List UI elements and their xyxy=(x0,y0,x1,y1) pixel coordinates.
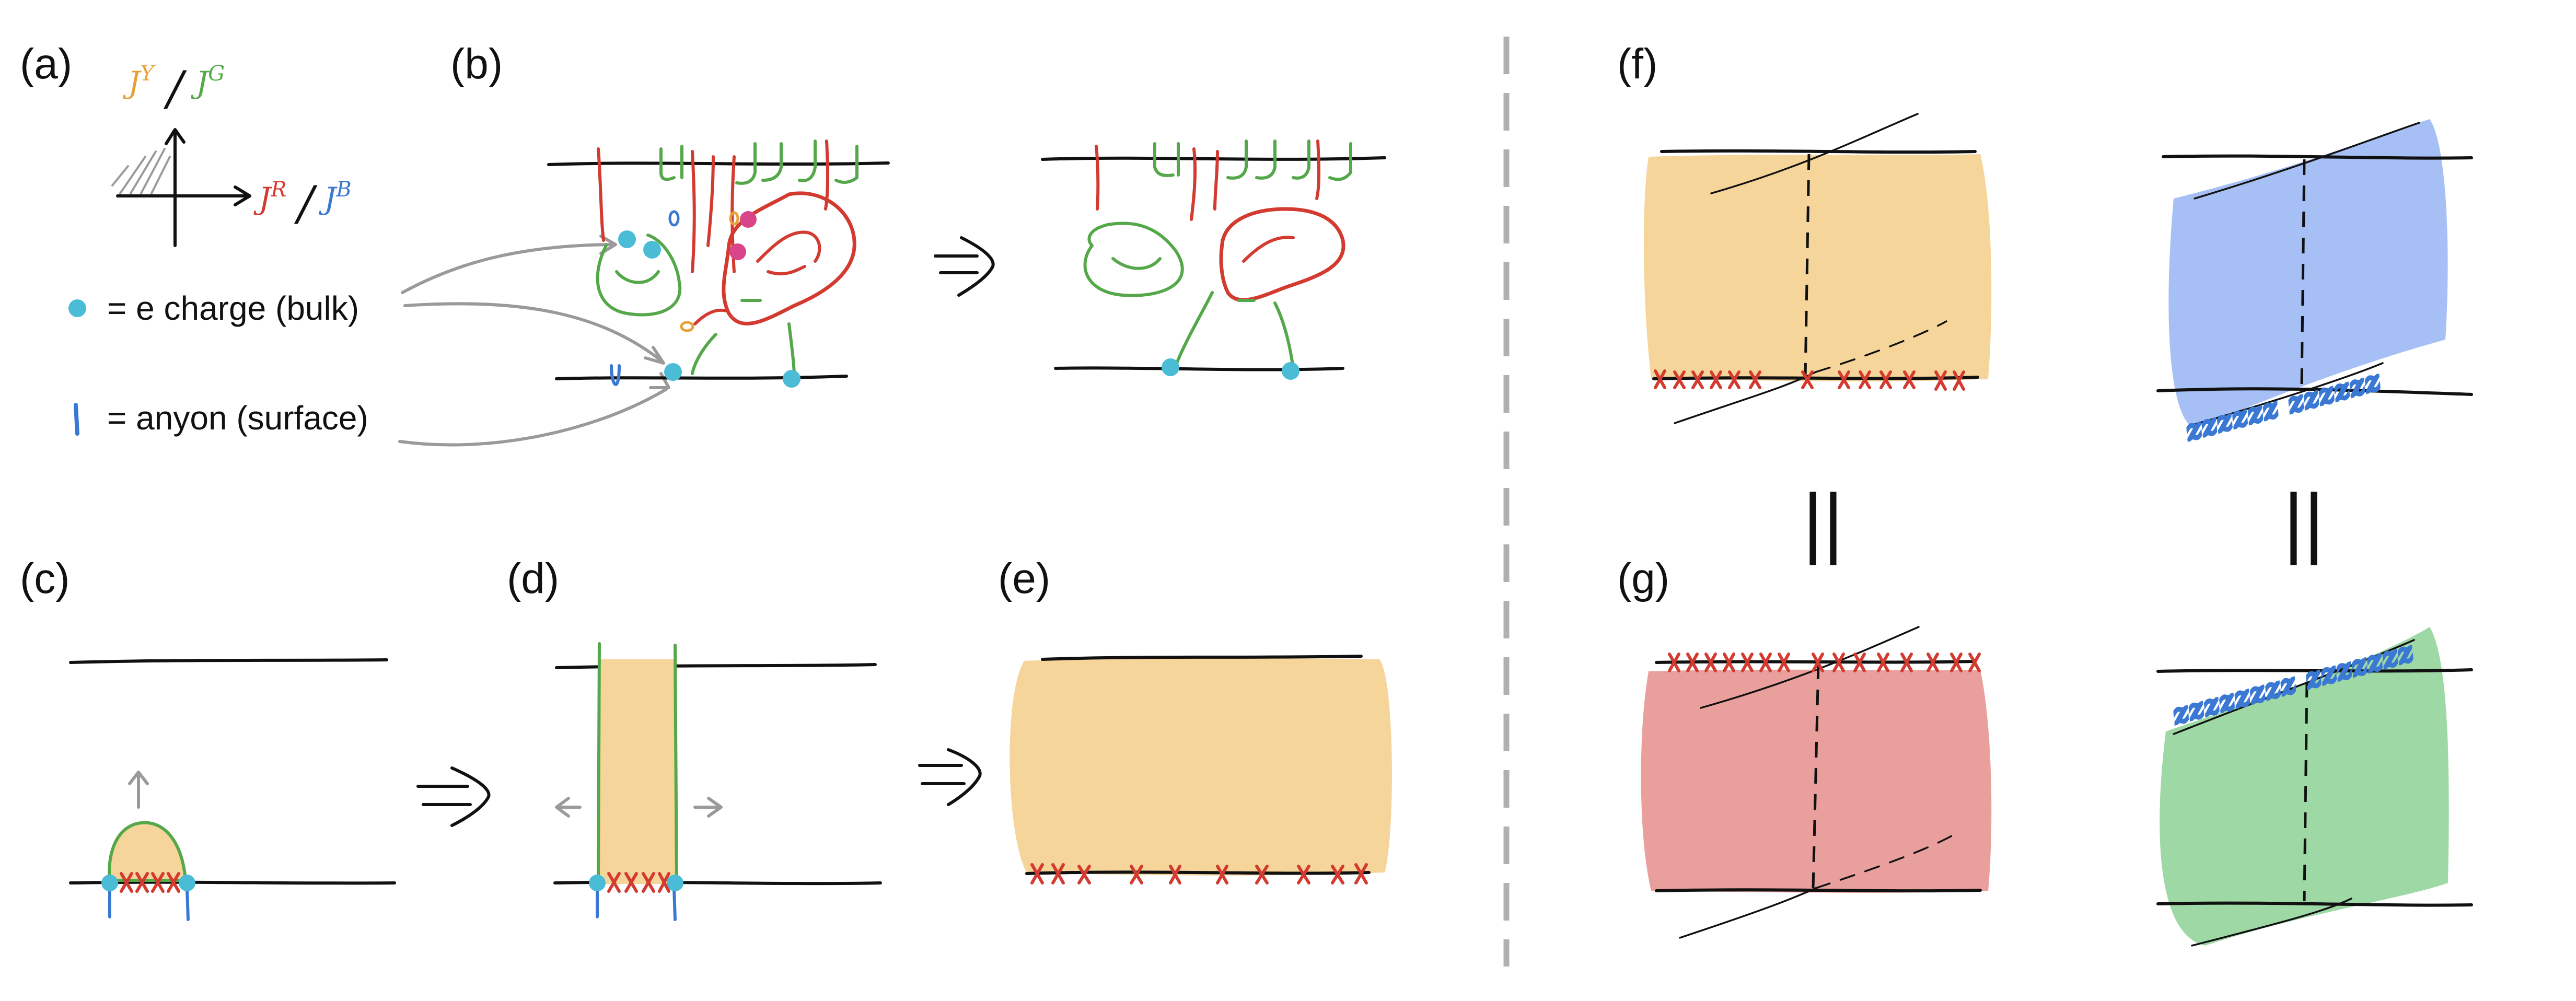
panel-label-f: (f) xyxy=(1617,40,1657,88)
implies-arrow-d xyxy=(918,748,982,806)
panel-c xyxy=(69,658,396,921)
panel-label-c: (c) xyxy=(20,555,70,602)
panel-g-green: zzzzzzzz zzzzzzz xyxy=(2156,627,2473,947)
legend-pointer-arrows xyxy=(398,235,670,447)
panel-a-axes: JY / JG JR / JB xyxy=(111,61,352,247)
charge-dot xyxy=(1162,358,1179,376)
cross-marks xyxy=(1668,653,1981,672)
charge-dot xyxy=(101,875,118,891)
legend-anyon-label: = anyon (surface) xyxy=(107,399,368,437)
cross-marks xyxy=(1030,863,1368,884)
axis-label-jy: JY xyxy=(123,62,156,100)
panel-b-right xyxy=(1041,139,1386,380)
axis-label-jg: JG xyxy=(191,62,225,100)
flux-dot xyxy=(729,243,746,260)
legend-charge-dot xyxy=(68,299,86,317)
axis-label-jb: JB xyxy=(319,178,352,216)
panel-label-e: (e) xyxy=(998,555,1050,602)
legend: = e charge (bulk) = anyon (surface) xyxy=(68,289,368,437)
panel-d xyxy=(553,642,882,921)
panel-label-g: (g) xyxy=(1617,555,1669,602)
panel-f-yellow xyxy=(1643,113,1992,424)
panel-label-b: (b) xyxy=(450,40,503,88)
equals-sign-left: || xyxy=(1803,478,1843,565)
axis-slash-right: / xyxy=(294,176,318,231)
charge-dot xyxy=(589,875,606,891)
cross-marks xyxy=(120,872,180,893)
legend-anyon-mark xyxy=(74,403,79,436)
flux-dot xyxy=(740,211,757,228)
panel-g-red xyxy=(1641,626,1992,939)
axis-slash-top: / xyxy=(163,61,187,116)
cross-marks xyxy=(1654,369,1965,391)
legend-charge-label: = e charge (bulk) xyxy=(107,289,359,327)
panel-label-a: (a) xyxy=(20,40,72,88)
cross-marks xyxy=(607,872,670,893)
panel-label-d: (d) xyxy=(507,555,559,602)
charge-dot xyxy=(783,370,800,388)
panel-b-left xyxy=(547,139,890,388)
charge-dot xyxy=(643,241,661,259)
charge-dot xyxy=(664,363,682,381)
charge-dot xyxy=(1282,362,1299,380)
panel-e xyxy=(1009,655,1392,884)
implies-arrow-b xyxy=(934,236,995,297)
charge-dot xyxy=(667,875,683,891)
axis-label-jr: JR xyxy=(253,178,286,216)
charge-dot xyxy=(618,230,636,248)
equals-sign-right: || xyxy=(2283,478,2324,565)
panel-f-blue: zzzzzz zzzzzz xyxy=(2156,119,2473,448)
implies-arrow-c xyxy=(416,766,491,827)
charge-dot xyxy=(179,875,195,891)
